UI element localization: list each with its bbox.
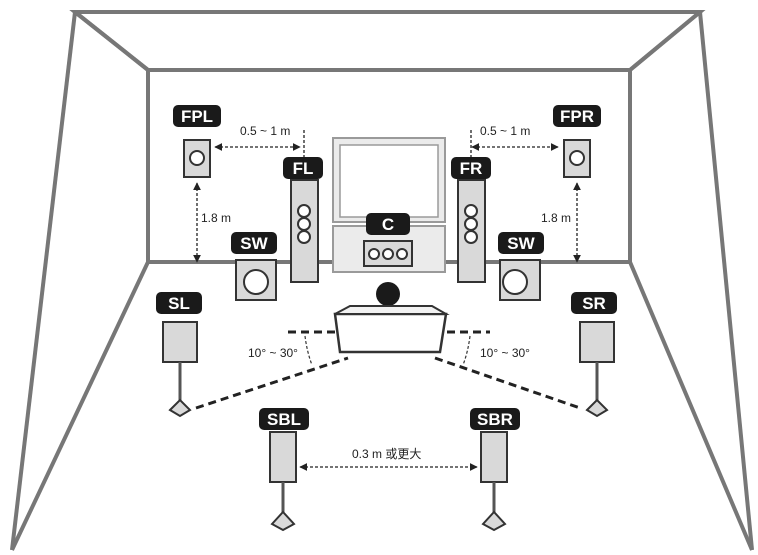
room-corner-tl [73, 10, 150, 72]
badge-sr: SR [571, 292, 617, 314]
right-height-label: 1.8 m [541, 211, 571, 225]
angle-arcs [304, 335, 471, 366]
badge-fl-label: FL [293, 159, 314, 178]
badge-c: C [366, 213, 410, 235]
badge-sbr: SBR [470, 408, 520, 430]
badge-sl-label: SL [168, 294, 190, 313]
badge-sbr-label: SBR [477, 410, 513, 429]
room-right-edge [698, 11, 754, 551]
fr-speaker [457, 179, 486, 283]
angle-arc-left [304, 335, 313, 366]
angle-arc-right [462, 335, 471, 366]
left-height-label: 1.8 m [201, 211, 231, 225]
room-floor-right [628, 261, 754, 551]
badge-fpl-label: FPL [181, 107, 213, 126]
angle-line-left-diagonal [195, 356, 349, 410]
room-left-edge [10, 11, 77, 551]
room-corner-tr [628, 10, 702, 72]
right-angle-label: 10° ~ 30° [480, 346, 530, 360]
badge-sbl-label: SBL [267, 410, 301, 429]
sbl-speaker [269, 431, 297, 532]
badge-sl: SL [156, 292, 202, 314]
angle-lines [195, 330, 581, 410]
sbr-speaker [480, 431, 508, 532]
angle-line-right-diagonal [434, 356, 581, 410]
badge-sbl: SBL [259, 408, 309, 430]
sl-speaker [162, 321, 198, 418]
center-speaker [363, 240, 413, 267]
badge-fpr: FPR [553, 105, 601, 127]
badge-c-label: C [382, 215, 394, 234]
badge-fl: FL [283, 157, 323, 179]
badge-fpr-label: FPR [560, 107, 594, 126]
badge-sw-right-label: SW [507, 234, 535, 253]
sr-speaker [579, 321, 615, 418]
fpl-gap-label: 0.5 ~ 1 m [240, 124, 290, 138]
fpl-speaker [183, 139, 211, 178]
fl-speaker [290, 179, 319, 283]
badge-fpl: FPL [173, 105, 221, 127]
subwoofer-left [235, 259, 277, 301]
fpr-speaker [563, 139, 591, 178]
badge-sw-left-label: SW [240, 234, 268, 253]
room-floor-left [10, 261, 150, 551]
badge-sw-right: SW [498, 232, 544, 254]
room-ceiling [69, 10, 706, 72]
badge-fr-label: FR [460, 159, 483, 178]
badge-fr: FR [451, 157, 491, 179]
left-angle-label: 10° ~ 30° [248, 346, 298, 360]
badge-sr-label: SR [582, 294, 606, 313]
room-outline [10, 10, 754, 551]
fpr-gap-label: 0.5 ~ 1 m [480, 124, 530, 138]
badge-sw-left: SW [231, 232, 277, 254]
sofa [333, 305, 450, 354]
sb-gap-label: 0.3 m 或更大 [352, 447, 421, 461]
subwoofer-right [499, 259, 541, 301]
